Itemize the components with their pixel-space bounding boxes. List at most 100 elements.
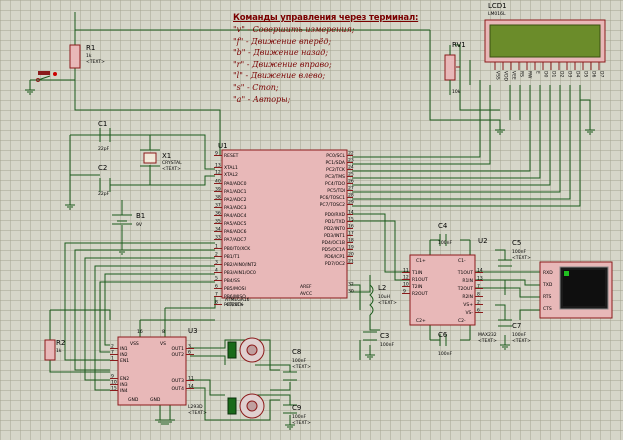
u2-pin-label: VS- (465, 310, 473, 316)
virtual-terminal[interactable]: RXD TXD RTS CTS (539, 261, 613, 319)
lcd-ref: LCD1 (488, 2, 507, 10)
chip-u3[interactable]: U3 L293D <TEXT> VSS VS GND GND IN12IN27E… (110, 327, 207, 416)
u1-pin-number: 37 (215, 203, 221, 209)
u2-pin-label: R2IN (462, 294, 473, 300)
c7-text: <TEXT> (512, 338, 531, 344)
u3-pin-number: 2 (111, 344, 114, 350)
u1-text: <TEXT> (225, 302, 244, 308)
u1-pin-label: PA4/ADC4 (224, 213, 247, 219)
u1-pin-number: 6 (215, 284, 218, 290)
u2-pin-label: R1IN (462, 278, 473, 284)
lcd-pin-label: D4 (575, 71, 581, 77)
motor-2[interactable] (227, 393, 265, 419)
rv1-value: 10k (452, 89, 461, 95)
potentiometer-rv1[interactable]: RV1 10k (444, 41, 466, 95)
u1-pin-number: 26 (348, 179, 354, 185)
capacitor-c9[interactable]: C9 100nF <TEXT> (283, 404, 311, 426)
u1-pin-number: 34 (215, 227, 221, 233)
u3-pin-number: 15 (111, 386, 117, 392)
u1-pin-number: 33 (215, 235, 221, 241)
r2-value: 1k (56, 348, 62, 354)
u1-pin-number: 22 (348, 151, 354, 157)
u1-pin-number: 5 (215, 276, 218, 282)
resistor-r1[interactable]: R1 1k <TEXT> (69, 44, 105, 69)
u1-pin-number: 21 (348, 259, 354, 265)
u1-pin-number: 29 (348, 200, 354, 206)
u2-pin-number: 9 (403, 289, 406, 295)
u1-pin-number: 32 (348, 282, 354, 288)
c1-ref: C1 (98, 120, 107, 128)
r1-value: 1k (86, 53, 92, 59)
u1-pin-number: 2 (215, 252, 218, 258)
x1-value: CRYSTAL (162, 160, 182, 166)
u1-pin-label: PD1/TXD (325, 219, 345, 225)
u3-pin-number: 3 (188, 344, 191, 350)
c5-ref: C5 (512, 239, 521, 247)
capacitor-c6[interactable]: C6 100nF (438, 331, 452, 357)
c2-value: 22pF (98, 191, 110, 197)
c8-text: <TEXT> (292, 364, 311, 370)
u1-pin-label: PC3/TMS (325, 174, 345, 180)
u1-pin-label: PB0/T0/XCK (224, 246, 251, 252)
chip-u1[interactable]: U1 ATMEGA16 <TEXT> AREF AVCC RESET9XTAL1… (214, 142, 354, 308)
u3-pin-label: OUT3 (172, 378, 185, 384)
command-line: "b" - Движение назад; (233, 48, 329, 58)
u1-aref: AREF (300, 284, 312, 290)
u1-pin-label: PC0/SCL (326, 153, 345, 159)
u1-pin-label: PD7/OC2 (325, 261, 345, 267)
resistor-r2[interactable]: R2 1k (44, 339, 65, 361)
u2-pin-number: 13 (477, 276, 483, 282)
u1-pin-number: 24 (348, 165, 354, 171)
u2-pin-number: 11 (403, 268, 409, 274)
motor-1[interactable] (227, 337, 265, 363)
r2-ref: R2 (56, 339, 65, 347)
u3-pin-number: 14 (188, 384, 194, 390)
capacitor-c2[interactable]: C2 22pF (98, 164, 111, 197)
lcd-pin-label: D3 (567, 71, 573, 77)
u1-part: ATMEGA16 (225, 297, 250, 303)
x1-ref: X1 (162, 152, 171, 160)
u3-vss: VSS (130, 341, 139, 347)
u1-pin-number: 20 (348, 252, 354, 258)
u1-pin-label: PB7/SCK (224, 302, 244, 308)
l2-ref: L2 (378, 284, 386, 292)
u3-pin-number: 9 (111, 374, 114, 380)
capacitor-c8[interactable]: C8 100nF <TEXT> (283, 348, 311, 381)
inductor-l2[interactable]: L2 10uH <TEXT> (369, 284, 397, 316)
u2-pin-label: T2IN (411, 284, 422, 290)
u1-pin-number: 35 (215, 219, 221, 225)
capacitor-c7[interactable]: C7 100nF <TEXT> (498, 319, 531, 344)
u1-pin-label: PC2/TCK (326, 167, 346, 173)
r1-text: <TEXT> (86, 59, 105, 65)
capacitor-c4[interactable]: C4 100nF (438, 222, 452, 246)
crystal-x1[interactable]: X1 CRYSTAL <TEXT> (140, 149, 182, 172)
u1-pin-number: 1 (215, 244, 218, 250)
commands-list: "v" - Совершить измерения; "f" - Движени… (233, 24, 354, 105)
lcd-pin-label: VEE (511, 71, 517, 80)
capacitor-c1[interactable]: C1 22pF (98, 120, 111, 152)
u1-pin-label: PC5/TDI (327, 188, 345, 194)
lcd-pin-label: D0 (543, 71, 549, 77)
u3-pin-label: OUT2 (172, 352, 185, 358)
u2-c1m: C1- (458, 258, 466, 264)
u2-c1p: C1+ (416, 258, 426, 264)
u2-pin-label: T1OUT (457, 270, 473, 276)
u1-pin-label: PD3/INT1 (324, 233, 345, 239)
lcd-pin-label: D6 (591, 71, 597, 77)
r1-ref: R1 (86, 44, 95, 52)
capacitor-c5[interactable]: C5 100nF <TEXT> (498, 239, 531, 267)
battery-b1[interactable]: B1 9V (112, 212, 145, 228)
u1-pin-label: XTAL1 (224, 165, 238, 171)
reset-button[interactable] (30, 71, 57, 82)
u1-pin-number: 8 (215, 300, 218, 306)
capacitor-c3[interactable]: C3 100nF (363, 331, 394, 348)
u3-pin-label: IN2 (120, 352, 128, 358)
chip-u2[interactable]: U2 MAX232 <TEXT> T1IN11R1OUT12T2IN10R2OU… (402, 237, 497, 344)
u2-pin-label: T1IN (411, 270, 422, 276)
lcd-pin-label: D7 (599, 71, 605, 77)
u3-part: L293D (188, 404, 203, 410)
u2-pin-label: R2OUT (412, 291, 428, 297)
u1-pin-label: PD2/INT0 (324, 226, 345, 232)
